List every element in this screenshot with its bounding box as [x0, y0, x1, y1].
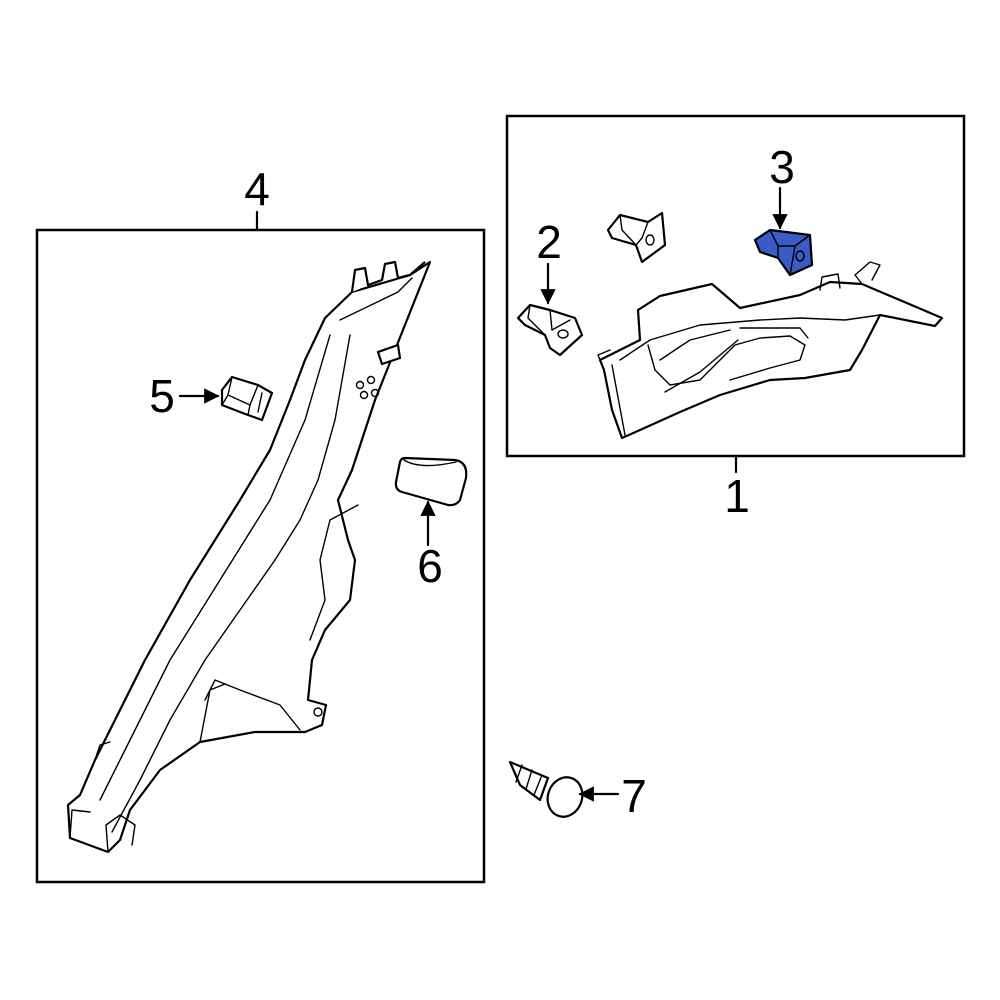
callout-5[interactable]: 5 [149, 370, 175, 422]
clip-part-5[interactable] [220, 375, 274, 422]
callout-3[interactable]: 3 [769, 141, 795, 193]
retainer-clip-part-2[interactable] [516, 303, 584, 357]
quarter-trim-panel[interactable] [66, 260, 432, 854]
clip-part-3-highlighted[interactable] [753, 228, 814, 277]
cover-cap-part-6[interactable] [394, 456, 468, 507]
group-frame-1 [505, 114, 966, 458]
callout-4[interactable]: 4 [244, 163, 270, 215]
callout-6[interactable]: 6 [417, 540, 443, 592]
callout-7[interactable]: 7 [621, 770, 647, 822]
screw-part-7[interactable] [508, 760, 588, 822]
lower-trim-panel[interactable] [597, 261, 944, 440]
clip-unlabeled[interactable] [606, 211, 667, 264]
callout-1[interactable]: 1 [724, 470, 750, 522]
callout-2[interactable]: 2 [536, 216, 562, 268]
